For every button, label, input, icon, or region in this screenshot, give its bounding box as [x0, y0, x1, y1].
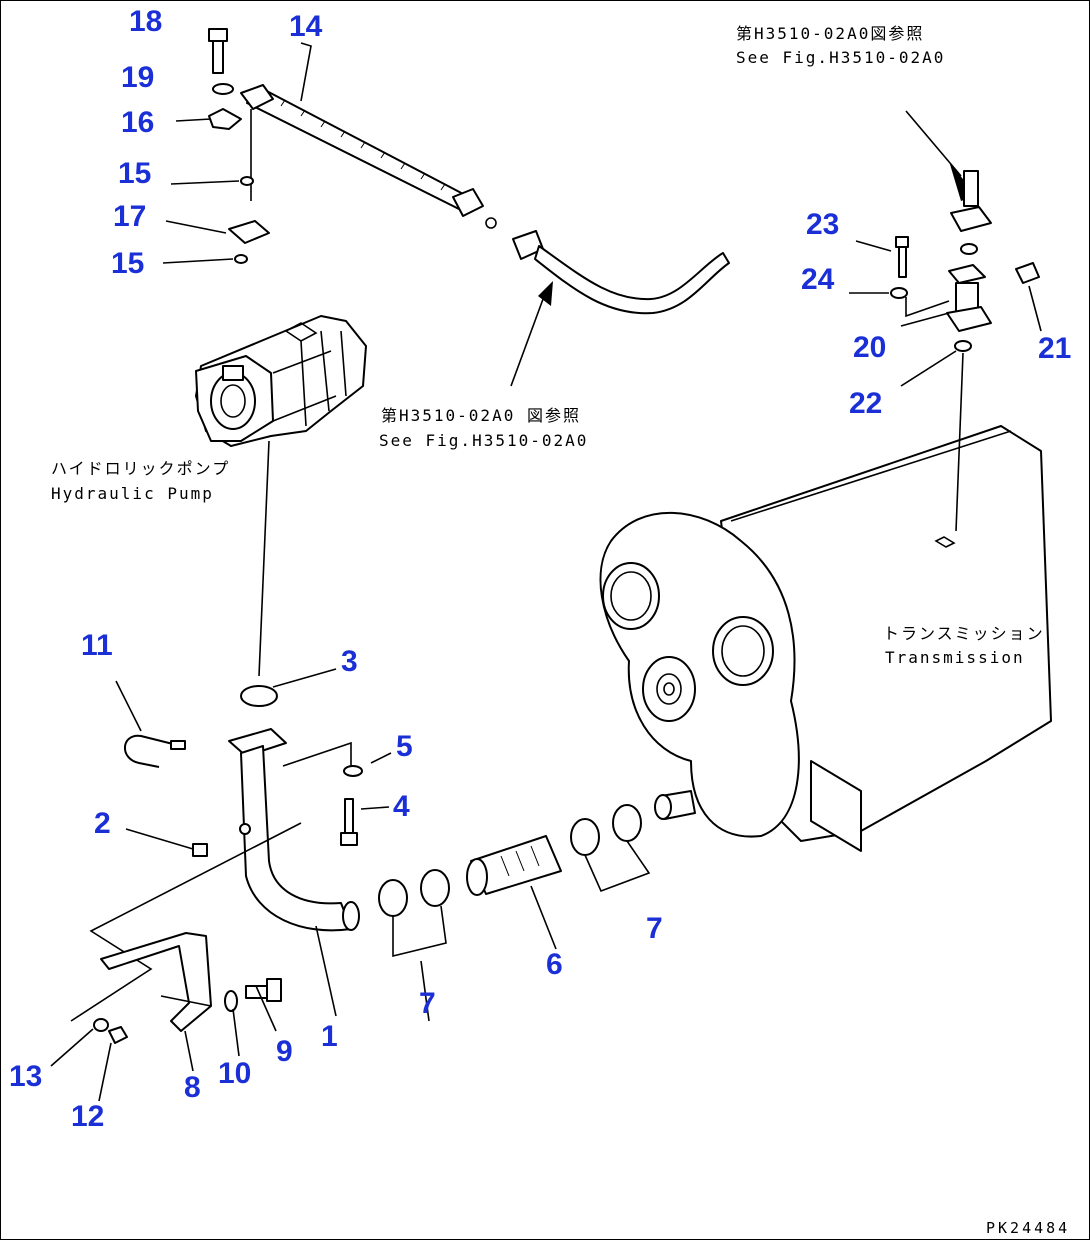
callout-7-right: 7 — [646, 912, 663, 945]
callout-13: 13 — [9, 1060, 42, 1093]
callout-7-left: 7 — [419, 987, 436, 1020]
transmission-label-jp: トランスミッション — [883, 624, 1045, 643]
captions: 第H3510-02A0図参照 See Fig.H3510-02A0 第H3510… — [51, 24, 1070, 1237]
reference-mid-jp: 第H3510-02A0 図参照 — [381, 406, 581, 425]
callout-8: 8 — [184, 1071, 201, 1104]
reference-top-jp: 第H3510-02A0図参照 — [736, 24, 924, 43]
callout-11: 11 — [81, 629, 113, 662]
callout-16: 16 — [121, 106, 154, 139]
callout-23: 23 — [806, 208, 839, 241]
reference-top-en: See Fig.H3510-02A0 — [736, 48, 945, 67]
drawing-code: PK24484 — [986, 1219, 1070, 1237]
callout-14: 14 — [289, 10, 323, 43]
callout-17: 17 — [113, 200, 146, 233]
hydraulic-pump — [195, 315, 367, 447]
callout-2: 2 — [94, 807, 111, 840]
callout-18: 18 — [129, 5, 162, 38]
callout-20: 20 — [853, 331, 886, 364]
callout-5: 5 — [396, 730, 413, 763]
callout-6: 6 — [546, 948, 563, 981]
breather-fitting — [890, 110, 1040, 532]
suction-pipe — [70, 440, 363, 1022]
u-bolt — [124, 734, 186, 768]
callout-9: 9 — [276, 1035, 293, 1068]
transmission-label-en: Transmission — [885, 648, 1025, 667]
callout-10: 10 — [218, 1057, 251, 1090]
callout-1: 1 — [321, 1020, 338, 1053]
callout-21: 21 — [1038, 332, 1071, 365]
callout-12: 12 — [71, 1100, 104, 1133]
hose-and-clamps — [378, 804, 651, 958]
pump-hardware — [208, 28, 270, 264]
callout-24: 24 — [801, 263, 835, 296]
transmission — [599, 425, 1052, 852]
callout-15-lower: 15 — [111, 247, 144, 280]
callout-15-upper: 15 — [118, 157, 151, 190]
callout-4: 4 — [393, 790, 410, 823]
reference-mid-en: See Fig.H3510-02A0 — [379, 431, 588, 450]
hose-assembly — [240, 84, 730, 315]
pump-label-jp: ハイドロリックポンプ — [51, 459, 230, 478]
callout-3: 3 — [341, 645, 358, 678]
bracket — [93, 932, 282, 1044]
callout-19: 19 — [121, 61, 154, 94]
callout-numbers: 1 2 3 4 5 6 7 7 8 9 10 11 12 13 14 15 15… — [9, 5, 1071, 1133]
pump-label-en: Hydraulic Pump — [51, 484, 214, 503]
callout-22: 22 — [849, 387, 882, 420]
leader-lines — [50, 42, 1042, 1102]
